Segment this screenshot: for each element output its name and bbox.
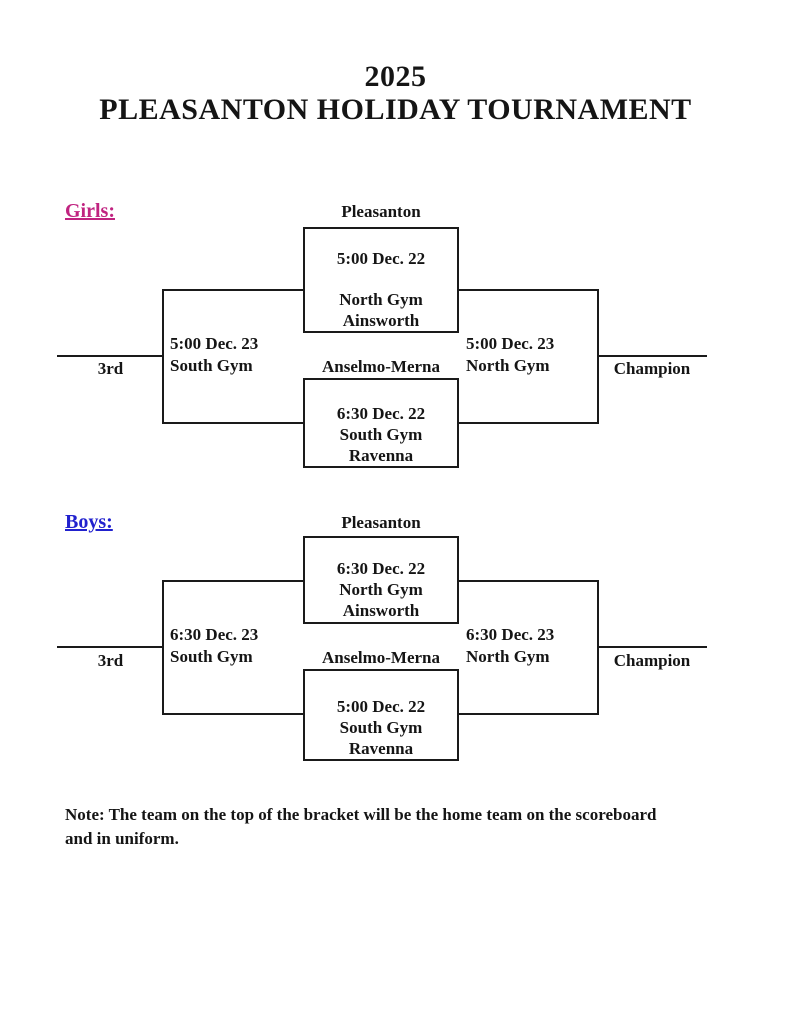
girls-third-place-line xyxy=(57,355,164,357)
boys-third-place-gym: South Gym xyxy=(170,647,253,666)
boys-semifinal-bottom-time: 5:00 Dec. 22 xyxy=(336,697,426,716)
home-team-note-line1: Note: The team on the top of the bracket… xyxy=(65,805,657,824)
girls-championship-game-info: 5:00 Dec. 23 North Gym xyxy=(466,333,554,377)
girls-bracket-top-right-line xyxy=(457,289,599,291)
boys-third-place-game-info: 6:30 Dec. 23 South Gym xyxy=(170,624,258,668)
boys-section-label: Boys: xyxy=(65,511,113,533)
box-spacer xyxy=(305,269,457,289)
girls-semifinal-bottom-time: 6:30 Dec. 22 xyxy=(336,404,426,423)
girls-semifinal-bottom-box: 6:30 Dec. 22 South Gym Ravenna xyxy=(303,378,459,468)
boys-semifinal-top-gym: North Gym xyxy=(339,580,423,599)
girls-third-place-gym: South Gym xyxy=(170,356,253,375)
boys-semifinal-top-opponent: Ainsworth xyxy=(342,601,420,620)
girls-semifinal-top-gym: North Gym xyxy=(339,290,423,309)
boys-championship-time: 6:30 Dec. 23 xyxy=(466,625,555,644)
boys-bracket-section: Boys: Pleasanton 6:30 Dec. 22 North Gym … xyxy=(0,506,791,806)
boys-semifinal-top-box: 6:30 Dec. 22 North Gym Ainsworth xyxy=(303,536,459,624)
girls-champion-label: Champion xyxy=(613,359,691,378)
boys-bottom-seed-label: Anselmo-Merna xyxy=(321,648,441,667)
girls-bracket-section: Girls: Pleasanton 5:00 Dec. 22 North Gym… xyxy=(0,195,791,495)
boys-champion-label: Champion xyxy=(613,651,691,670)
girls-third-place-label: 3rd xyxy=(97,359,124,378)
boys-semifinal-bottom-box: 5:00 Dec. 22 South Gym Ravenna xyxy=(303,669,459,761)
boys-semifinal-top-time: 6:30 Dec. 22 xyxy=(336,559,426,578)
boys-championship-game-info: 6:30 Dec. 23 North Gym xyxy=(466,624,554,668)
girls-bracket-bottom-left-line xyxy=(162,422,305,424)
home-team-note: Note: The team on the top of the bracket… xyxy=(65,803,725,851)
girls-semifinal-top-box: 5:00 Dec. 22 North Gym Ainsworth xyxy=(303,227,459,333)
boys-semifinal-bottom-gym: South Gym xyxy=(339,718,423,737)
girls-top-seed-label: Pleasanton xyxy=(341,202,421,221)
boys-top-seed-label: Pleasanton xyxy=(341,513,421,532)
girls-bracket-top-left-line xyxy=(162,289,305,291)
girls-championship-time: 5:00 Dec. 23 xyxy=(466,334,555,353)
boys-third-place-line xyxy=(57,646,164,648)
girls-semifinal-top-opponent: Ainsworth xyxy=(342,311,420,330)
girls-section-label: Girls: xyxy=(65,200,115,222)
boys-champion-line xyxy=(597,646,707,648)
title-year: 2025 xyxy=(364,60,427,93)
boys-third-place-label: 3rd xyxy=(97,651,124,670)
boys-bracket-bottom-right-line xyxy=(457,713,599,715)
boys-championship-gym: North Gym xyxy=(466,647,550,666)
boys-bracket-top-left-line xyxy=(162,580,305,582)
boys-semifinal-bottom-opponent: Ravenna xyxy=(348,739,414,758)
girls-championship-gym: North Gym xyxy=(466,356,550,375)
girls-third-place-game-info: 5:00 Dec. 23 South Gym xyxy=(170,333,258,377)
home-team-note-line2: and in uniform. xyxy=(65,829,179,848)
girls-semifinal-bottom-opponent: Ravenna xyxy=(348,446,414,465)
boys-bracket-bottom-left-line xyxy=(162,713,305,715)
girls-semifinal-bottom-gym: South Gym xyxy=(339,425,423,444)
girls-bottom-seed-label: Anselmo-Merna xyxy=(321,357,441,376)
girls-semifinal-top-time: 5:00 Dec. 22 xyxy=(336,249,426,268)
title-name: PLEASANTON HOLIDAY TOURNAMENT xyxy=(99,93,692,126)
boys-bracket-top-right-line xyxy=(457,580,599,582)
girls-third-place-time: 5:00 Dec. 23 xyxy=(170,334,259,353)
girls-bracket-bottom-right-line xyxy=(457,422,599,424)
girls-champion-line xyxy=(597,355,707,357)
boys-third-place-time: 6:30 Dec. 23 xyxy=(170,625,259,644)
